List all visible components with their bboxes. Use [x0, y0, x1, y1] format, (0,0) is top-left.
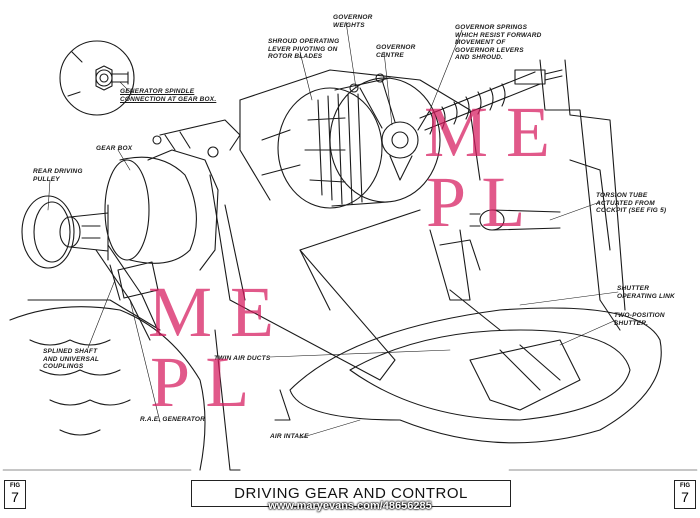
label-governor-centre: GOVERNOR CENTRE [376, 44, 416, 59]
credit-watermark: www.maryevans.com/48656285 [268, 500, 432, 512]
fig-number-right: 7 [681, 489, 689, 505]
label-governor-springs: GOVERNOR SPRINGS WHICH RESIST FORWARD MO… [455, 24, 542, 61]
label-shutter-link: SHUTTER OPERATING LINK [617, 285, 675, 300]
fig-number-left: 7 [11, 489, 19, 505]
label-rae-generator: R.A.E. GENERATOR [140, 416, 206, 423]
governor-springs-drawing [419, 69, 563, 135]
right-frame-drawing [539, 59, 626, 311]
label-air-intake: AIR INTAKE [270, 433, 309, 440]
label-generator-spindle: GENERATOR SPINDLE CONNECTION AT GEAR BOX… [120, 88, 217, 103]
fig-word-left: FIG [10, 483, 20, 489]
label-two-position-shutter: TWO-POSITION SHUTTER. [614, 312, 665, 327]
label-torsion-tube: TORSION TUBE ACTUATED FROM COCKPIT (SEE … [596, 192, 667, 214]
watermark-top-line1: M E [424, 92, 550, 172]
diagram-title: DRIVING GEAR AND CONTROL [191, 480, 511, 507]
label-twin-air-ducts: TWIN AIR DUCTS [214, 355, 271, 362]
fig-word-right: FIG [680, 483, 690, 489]
governor-drawing [349, 73, 431, 181]
rear-driving-pulley-drawing [21, 195, 109, 269]
leader-lines [47, 21, 619, 439]
fig-box-right: FIG 7 [674, 480, 696, 509]
label-governor-weights: GOVERNOR WEIGHTS [333, 14, 373, 29]
label-rear-driving-pulley: REAR DRIVING PULLEY [33, 168, 83, 183]
watermark-bottom-line1: M E [148, 272, 274, 352]
fuselage-skin-drawing [9, 306, 241, 471]
watermark-top-line2: P L [426, 162, 526, 242]
watermark-bottom-line2: P L [150, 342, 250, 422]
label-gear-box: GEAR BOX [96, 145, 133, 152]
splined-shaft-drawing [27, 244, 161, 341]
generator-spindle-detail [59, 40, 135, 116]
rotor-housing-drawing [239, 69, 481, 209]
torsion-tube-drawing [469, 209, 561, 231]
twin-air-ducts-drawing [209, 174, 481, 381]
label-splined-shaft: SPLINED SHAFT AND UNIVERSAL COUPLINGS [43, 348, 100, 370]
gear-box-drawing [104, 119, 241, 271]
label-shroud-lever: SHROUD OPERATING LEVER PIVOTING ON ROTOR… [268, 38, 340, 60]
air-intake-drawing [274, 289, 662, 444]
fig-box-left: FIG 7 [4, 480, 26, 509]
